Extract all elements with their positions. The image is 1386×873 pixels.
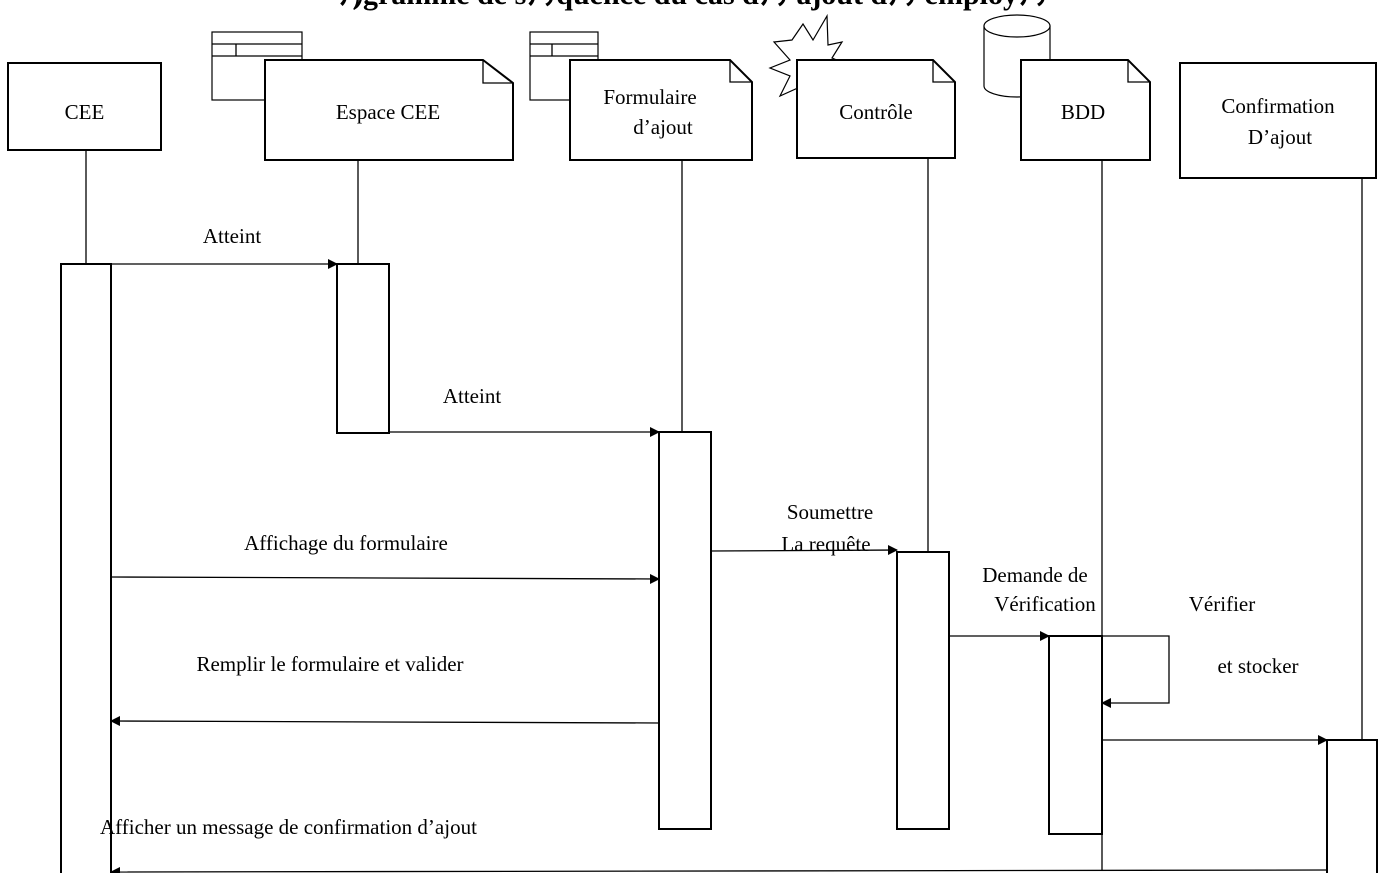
svg-text:Vérification: Vérification bbox=[994, 592, 1096, 616]
message-atteint-1: Atteint bbox=[111, 224, 338, 269]
svg-text:CEE: CEE bbox=[65, 100, 105, 124]
svg-text:Atteint: Atteint bbox=[443, 384, 501, 408]
svg-text:d’ajout: d’ajout bbox=[633, 115, 693, 139]
svg-text:Contrôle: Contrôle bbox=[839, 100, 913, 124]
svg-text:BDD: BDD bbox=[1061, 100, 1105, 124]
svg-text:Confirmation: Confirmation bbox=[1221, 94, 1335, 118]
activation-controle bbox=[896, 551, 950, 830]
svg-text:D’ajout: D’ajout bbox=[1248, 125, 1312, 149]
participant-espace-cee: Espace CEE bbox=[264, 59, 514, 161]
message-soumettre-requete: Soumettre La requête bbox=[710, 500, 898, 556]
svg-text:Demande de: Demande de bbox=[982, 563, 1088, 587]
participant-bdd: BDD bbox=[1020, 59, 1151, 161]
participant-formulaire: Formulaire d’ajout bbox=[569, 59, 753, 161]
activation-confirmation bbox=[1326, 739, 1378, 873]
activation-bdd bbox=[1048, 635, 1103, 835]
svg-text:et stocker: et stocker bbox=[1217, 654, 1298, 678]
svg-text:La requête: La requête bbox=[781, 532, 870, 556]
activation-espace bbox=[336, 263, 390, 434]
participant-controle: Contrôle bbox=[796, 59, 956, 159]
svg-text:Affichage du formulaire: Affichage du formulaire bbox=[244, 531, 448, 555]
svg-text:Atteint: Atteint bbox=[203, 224, 261, 248]
activation-formulaire bbox=[658, 431, 712, 830]
participant-confirmation: Confirmation D’ajout bbox=[1179, 62, 1377, 179]
svg-text:Vérifier: Vérifier bbox=[1189, 592, 1255, 616]
message-affichage-formulaire: Affichage du formulaire bbox=[110, 531, 660, 584]
message-atteint-2: Atteint bbox=[389, 384, 660, 437]
message-remplir-valider: Remplir le formulaire et valider bbox=[110, 652, 660, 727]
message-demande-verification: Demande de Vérification bbox=[949, 563, 1096, 641]
message-afficher-confirmation: Afficher un message de confirmation d’aj… bbox=[100, 815, 1328, 873]
svg-text:Formulaire: Formulaire bbox=[603, 85, 696, 109]
activation-cee bbox=[60, 263, 112, 873]
svg-text:Afficher un message de confirm: Afficher un message de confirmation d’aj… bbox=[100, 815, 477, 839]
svg-text:Soumettre: Soumettre bbox=[787, 500, 873, 524]
diagram-title: ﾃ⦆gramme de sﾃｩquence du cas dﾃｩ ajout d… bbox=[338, 0, 1048, 11]
participant-cee: CEE bbox=[7, 62, 162, 151]
svg-text:Remplir le formulaire et valid: Remplir le formulaire et valider bbox=[196, 652, 463, 676]
svg-text:Espace CEE: Espace CEE bbox=[336, 100, 440, 124]
message-verifier-stocker: Vérifier et stocker bbox=[1101, 592, 1299, 708]
